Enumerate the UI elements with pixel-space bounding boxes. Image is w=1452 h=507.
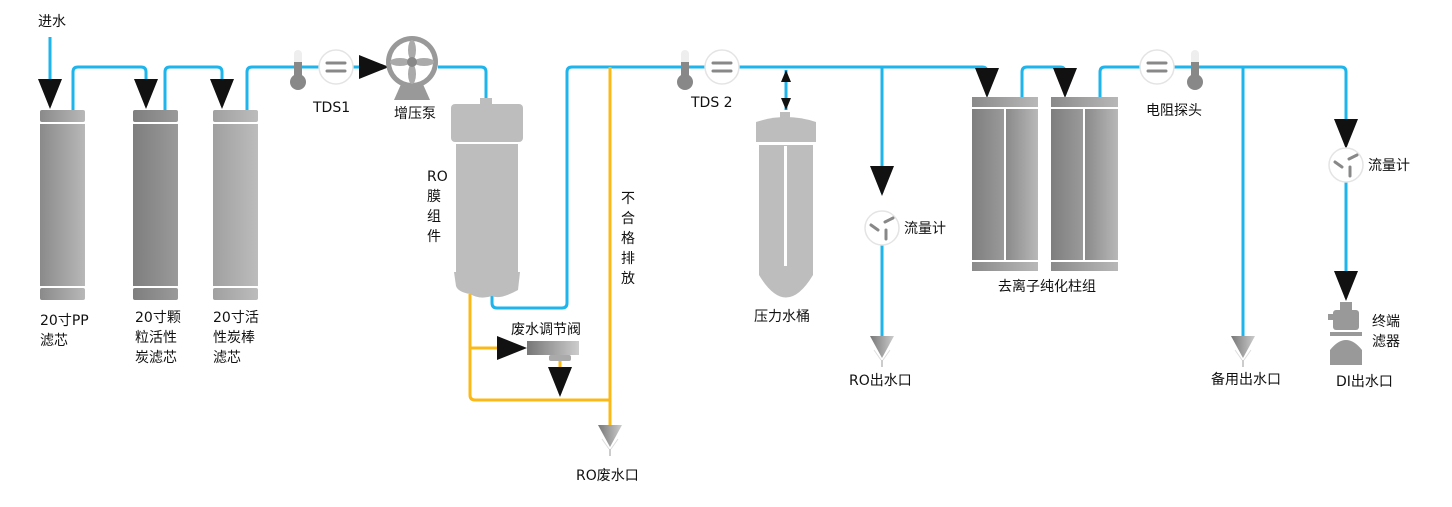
reject-discharge-label: 合: [621, 211, 635, 227]
pp-filter-label: 20寸PP: [40, 313, 89, 329]
gac-filter-label: 粒活性: [135, 330, 177, 346]
gac-filter: [133, 110, 178, 300]
pp-filter-label: 滤芯: [40, 333, 68, 349]
pressure-tank-label: 压力水桶: [754, 309, 810, 325]
reject-discharge-label: 排: [621, 251, 635, 267]
tds2-label: TDS 2: [690, 95, 733, 111]
flowmeter-label: 流量计: [904, 221, 946, 237]
flowmeter-label: 流量计: [1368, 158, 1410, 174]
cto-filter-label: 滤芯: [213, 350, 241, 366]
ro-module-label: 件: [427, 229, 441, 245]
pump-label: 增压泵: [394, 106, 436, 122]
waste-adjust-valve: [527, 341, 579, 361]
thermometer-icon: [1187, 50, 1203, 90]
di-columns-label: 去离子纯化柱组: [998, 278, 1096, 295]
ro-module-label: RO: [427, 169, 448, 185]
cto-filter-label: 性炭棒: [213, 330, 255, 346]
cto-filter: [213, 110, 258, 300]
reject-discharge-label: 格: [621, 231, 635, 247]
bidirectional-arrow-icon: [781, 70, 791, 110]
flow-sensor-icon: [703, 48, 741, 86]
spare-outlet-label: 备用出水口: [1211, 371, 1281, 388]
ro-waste-outlet-label: RO废水口: [576, 468, 639, 484]
ro-module-label: 膜: [427, 189, 441, 205]
funnel-outlet-icon: [1230, 335, 1256, 368]
flowmeter-icon: [863, 209, 901, 247]
final-filter: [1328, 302, 1362, 365]
booster-pump: [386, 36, 438, 100]
flow-sensor-icon: [1138, 48, 1176, 86]
resistivity-probe-label: 电阻探头: [1146, 103, 1202, 119]
final-filter-label: 滤器: [1372, 334, 1400, 350]
final-filter-label: 终端: [1372, 314, 1400, 330]
thermometer-icon: [677, 50, 693, 90]
cto-filter-label: 20寸活: [213, 310, 259, 326]
pp-filter: [40, 110, 85, 300]
ro-membrane-module: [451, 98, 523, 298]
funnel-outlet-icon: [869, 335, 895, 368]
gac-filter-label: 20寸颗: [135, 310, 181, 326]
di-outlet-label: DI出水口: [1336, 374, 1393, 390]
waste-water-pipes: [468, 67, 612, 425]
flow-sensor-icon: [317, 48, 355, 86]
tds1-label: TDS1: [312, 100, 350, 116]
inlet-label: 进水: [38, 14, 66, 30]
clean-water-pipes: [38, 37, 1358, 336]
ro-outlet-label: RO出水口: [849, 373, 912, 389]
thermometer-icon: [290, 50, 306, 90]
ro-module-label: 组: [427, 209, 441, 225]
pump-fan-icon: [390, 40, 434, 84]
pressure-tank: [756, 112, 816, 298]
flowmeter-icon: [1327, 146, 1365, 184]
gac-filter-label: 炭滤芯: [135, 350, 177, 366]
di-column-group: [972, 97, 1118, 271]
funnel-outlet-icon: [597, 424, 623, 457]
reject-discharge-label: 不: [621, 191, 635, 207]
waste-valve-label: 废水调节阀: [511, 322, 581, 338]
reject-discharge-label: 放: [621, 271, 635, 287]
